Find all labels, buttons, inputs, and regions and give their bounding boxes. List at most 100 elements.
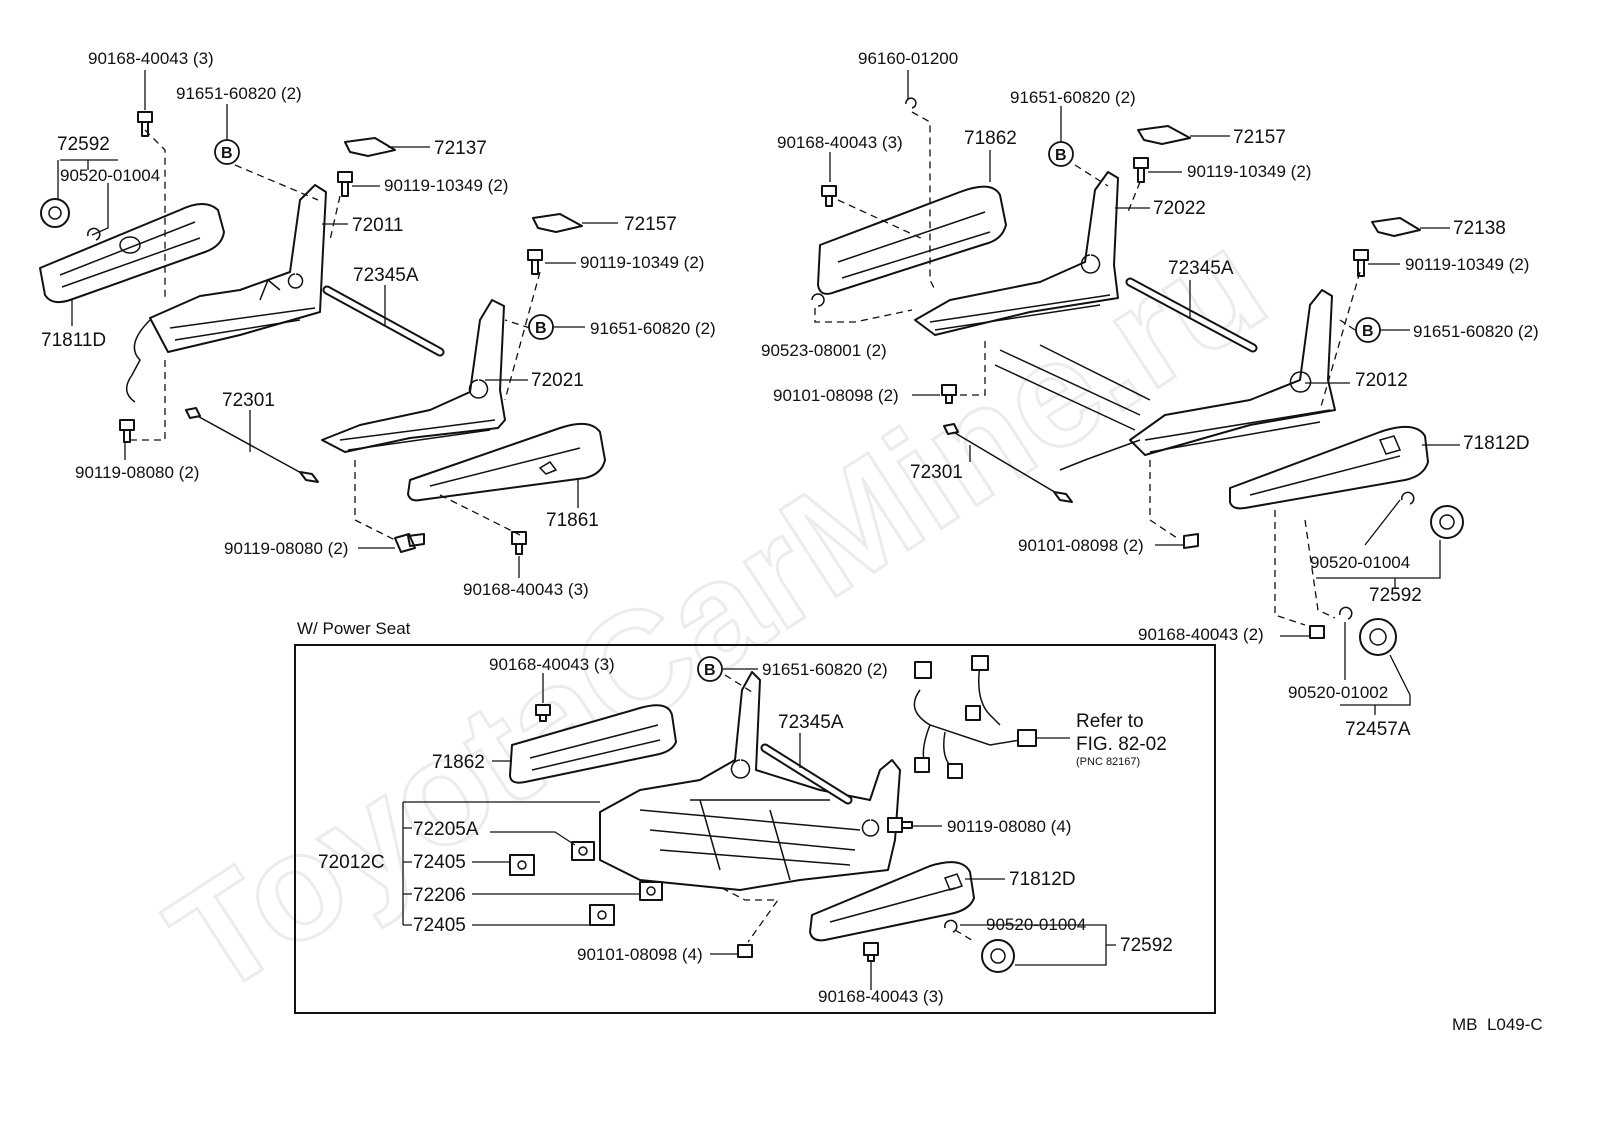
label-71811d: 71811D: [41, 330, 106, 351]
label-90168-40043-3: 90168-40043 (3): [463, 580, 589, 599]
rod-72345a-power: [760, 743, 853, 805]
power-seat-assembly: B: [402, 655, 1116, 990]
label-90119-10349-2: 90119-10349 (2): [1405, 255, 1529, 274]
refer-note-line2: FIG. 82-02: [1076, 734, 1167, 755]
outer-cover-71812d-power: [809, 861, 975, 942]
label-96160-01200: 96160-01200: [858, 49, 958, 68]
label-72205a: 72205A: [413, 819, 479, 840]
label-72022: 72022: [1153, 198, 1206, 219]
label-90119-08080-2: 90119-08080 (2): [224, 539, 348, 558]
inner-cover-71862: [817, 185, 1007, 295]
label-90119-08080-2: 90119-08080 (2): [75, 463, 199, 482]
label-72012: 72012: [1355, 370, 1408, 391]
label-90119-10349-2: 90119-10349 (2): [1187, 162, 1311, 181]
label-91651-60820-2: 91651-60820 (2): [762, 660, 888, 679]
left-seat-track-assembly: B B: [39, 70, 618, 578]
label-72592: 72592: [57, 134, 110, 155]
motor-72405-a: [509, 854, 535, 876]
label-91651-60820-2: 91651-60820 (2): [1010, 88, 1136, 107]
track-frame-72022: [914, 171, 1119, 336]
label-91651-60820-2: 91651-60820 (2): [176, 84, 302, 103]
label-90101-08098-4: 90101-08098 (4): [577, 945, 703, 964]
label-90101-08098-2: 90101-08098 (2): [773, 386, 899, 405]
bolt-group-left: [119, 111, 543, 555]
rod-72345a-right: [1125, 277, 1258, 353]
label-72405: 72405: [413, 852, 466, 873]
rod-72345a-left: [322, 285, 445, 357]
refer-note-line3: (PNC 82167): [1076, 756, 1140, 768]
outer-cover-71861: [407, 422, 606, 502]
label-90119-08080-4: 90119-08080 (4): [947, 817, 1071, 836]
label-90520-01004: 90520-01004: [60, 166, 160, 185]
motor-72205a: [571, 841, 595, 861]
circle-b-label: B: [1362, 323, 1374, 340]
label-90520-01004: 90520-01004: [1310, 553, 1410, 572]
label-72011: 72011: [352, 215, 403, 236]
label-72021: 72021: [531, 370, 584, 391]
right-seat-track-assembly: B B: [811, 70, 1464, 715]
knob-72592-power: [944, 919, 1015, 973]
clip-72137: [344, 137, 396, 157]
label-72405: 72405: [413, 915, 466, 936]
wire-harness: [913, 655, 1037, 779]
figure-code: MB L049-C: [1452, 1015, 1543, 1034]
watermark: ToyotaCarMine.ru: [141, 198, 1293, 1027]
label-90101-08098-2: 90101-08098 (2): [1018, 536, 1144, 555]
label-71862: 71862: [964, 128, 1017, 149]
circle-b-power: [697, 656, 723, 682]
label-72206: 72206: [413, 885, 466, 906]
knob-72592-right: [1401, 491, 1464, 539]
bolt-group-right: [811, 97, 1369, 639]
circle-b-label: B: [704, 662, 716, 679]
label-72592: 72592: [1369, 585, 1422, 606]
label-71812d: 71812D: [1463, 433, 1530, 454]
inner-cover-71862-power: [509, 704, 677, 784]
outer-cover-71812d-right: [1229, 425, 1429, 510]
clip-72157-left: [532, 213, 583, 233]
track-frame-72011: [149, 184, 327, 353]
circle-b-label: B: [1055, 147, 1067, 164]
label-72592: 72592: [1120, 935, 1173, 956]
label-91651-60820-2: 91651-60820 (2): [590, 319, 716, 338]
label-90119-10349-2: 90119-10349 (2): [580, 253, 704, 272]
label-72301: 72301: [910, 462, 963, 483]
label-72138: 72138: [1453, 218, 1506, 239]
power-seat-frame: [294, 644, 1216, 1014]
label-90520-01004: 90520-01004: [986, 915, 1086, 934]
cable-72301-right: [943, 423, 1073, 503]
label-71812d: 71812D: [1009, 869, 1076, 890]
label-72157: 72157: [1233, 127, 1286, 148]
label-72457a: 72457A: [1345, 719, 1411, 740]
motor-72206: [639, 881, 663, 901]
circle-b-label: B: [535, 320, 547, 337]
label-72012c: 72012C: [318, 852, 385, 873]
cable-72301-left: [185, 407, 319, 483]
label-90119-10349-2: 90119-10349 (2): [384, 176, 508, 195]
label-71861: 71861: [546, 510, 599, 531]
track-frame-72012: [1129, 289, 1336, 456]
label-90168-40043-2: 90168-40043 (2): [1138, 625, 1264, 644]
clip-72138: [1371, 217, 1421, 237]
label-71862: 71862: [432, 752, 485, 773]
label-90168-40043-3: 90168-40043 (3): [818, 987, 944, 1006]
label-90168-40043-3: 90168-40043 (3): [88, 49, 214, 68]
circle-b-label: B: [221, 145, 233, 162]
track-frame-72021: [321, 299, 506, 453]
knob-72457a: [1339, 606, 1397, 656]
label-91651-60820-2: 91651-60820 (2): [1413, 322, 1539, 341]
clip-72157-right: [1137, 125, 1191, 145]
section-title-power-seat: W/ Power Seat: [297, 619, 411, 638]
label-72301: 72301: [222, 390, 275, 411]
label-90168-40043-3: 90168-40043 (3): [777, 133, 903, 152]
label-72137: 72137: [434, 138, 487, 159]
knob-72592: [40, 198, 101, 241]
label-72157: 72157: [624, 214, 677, 235]
seat-frame-72012c: [599, 671, 901, 891]
label-90520-01002: 90520-01002: [1288, 683, 1388, 702]
label-72345a: 72345A: [1168, 258, 1234, 279]
label-72345a: 72345A: [778, 712, 844, 733]
label-90523-08001-2: 90523-08001 (2): [761, 341, 887, 360]
label-90168-40043-3: 90168-40043 (3): [489, 655, 615, 674]
